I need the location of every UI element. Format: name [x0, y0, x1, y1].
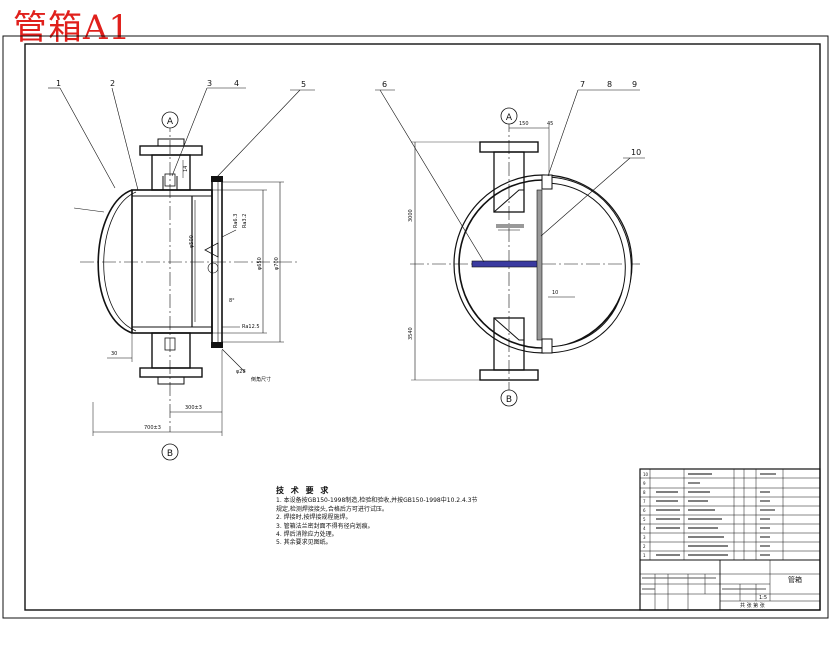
marker-a-right: A [506, 113, 513, 123]
right-section-markers: A B [500, 107, 518, 407]
detail-size: φ28 [236, 369, 246, 375]
dim-overall-length: 700±3 [144, 425, 161, 431]
weld-symbol-1: Ra6.3 [233, 214, 239, 228]
dim-right-w1: 150 [519, 121, 529, 127]
dim-bore-2: φ650 [257, 257, 263, 270]
svg-text:1: 1 [643, 553, 646, 558]
dim-right-w2: 45 [547, 121, 553, 127]
dim-flange-offset: 300±3 [185, 405, 202, 411]
marker-a-left: A [167, 117, 174, 127]
callout-5: 5 [301, 80, 306, 89]
left-section-markers: A B [161, 111, 179, 461]
callout-8: 8 [607, 80, 612, 89]
left-view [48, 87, 315, 436]
title-block-text: 管箱 1:5 共 张 第 张 [740, 575, 802, 609]
inner-border [24, 43, 821, 611]
svg-text:8: 8 [643, 490, 646, 495]
callout-10: 10 [631, 148, 641, 157]
callout-6: 6 [382, 80, 387, 89]
drawing-scale: 1:5 [759, 595, 767, 601]
marker-b-left: B [167, 449, 173, 459]
note-line-4: 3. 管箱法兰密封面不得有径向划痕。 [276, 522, 374, 530]
note-line-6: 5. 其余要求见图纸。 [276, 539, 332, 547]
dim-mid: 8° [229, 298, 235, 304]
note-line-3: 2. 焊接时,按焊接规程施焊。 [276, 514, 352, 522]
callout-7: 7 [580, 80, 585, 89]
dim-right-w3: 10 [552, 290, 558, 296]
right-view [375, 89, 645, 395]
note-line-2: 规定,检测焊接接头,合格后方可进行试压。 [276, 505, 388, 513]
dim-nozzle-gap: 14 [183, 166, 189, 172]
left-dimensions: 700±3 300±3 30 φ500 φ650 φ700 8° 14 Ra6.… [111, 166, 280, 431]
note-line-5: 4. 焊后消除应力处理。 [276, 531, 338, 539]
weld-symbol-2: Ra12.5 [242, 324, 260, 330]
svg-text:7: 7 [643, 499, 646, 504]
svg-text:6: 6 [643, 508, 646, 513]
sheet-number: 共 张 第 张 [740, 602, 765, 609]
dim-right-h1: 3000 [408, 209, 414, 222]
callout-1: 1 [56, 79, 61, 88]
svg-text:4: 4 [643, 526, 646, 531]
svg-text:9: 9 [643, 481, 646, 486]
parts-list: 10 9 8 7 6 5 4 3 2 1 [639, 468, 821, 611]
dim-bore-1: φ500 [189, 235, 195, 248]
marker-b-right: B [506, 395, 512, 405]
callout-3: 3 [207, 79, 212, 88]
svg-text:3: 3 [643, 535, 646, 540]
note-line-1: 1. 本设备按GB150-1998制造,检验和验收,并按GB150-1998中1… [276, 497, 478, 505]
callout-9: 9 [632, 80, 637, 89]
notes-heading: 技 术 要 求 [276, 486, 331, 495]
technical-notes: 技 术 要 求 1. 本设备按GB150-1998制造,检验和验收,并按GB15… [276, 486, 478, 548]
drawing-name: 管箱 [788, 575, 802, 584]
svg-text:5: 5 [643, 517, 646, 522]
pad-symbol: Ra3.2 [242, 214, 248, 228]
detail-note: 倒角尺寸 [251, 376, 271, 383]
dim-left-gap: 30 [111, 351, 117, 357]
callout-2: 2 [110, 79, 115, 88]
svg-text:2: 2 [643, 544, 646, 549]
callouts: 1 2 3 4 5 6 7 8 9 10 [56, 79, 641, 157]
outer-border [2, 35, 829, 619]
callout-4: 4 [234, 79, 239, 88]
drawing-title: 管箱A1 [13, 8, 132, 48]
svg-text:10: 10 [643, 472, 649, 477]
right-dimensions: 3000 3540 150 45 10 [408, 121, 558, 340]
dim-right-h2: 3540 [408, 327, 414, 340]
dim-bore-3: φ700 [274, 257, 280, 270]
